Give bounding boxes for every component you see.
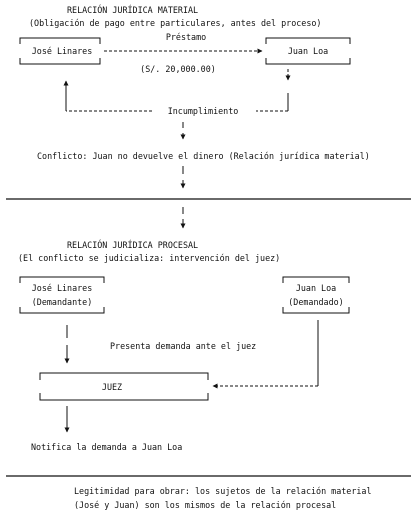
- conclusion-line-2: (José y Juan) son los mismos de la relac…: [74, 500, 337, 510]
- creditor-box: [19, 37, 101, 65]
- defendant-box: [282, 276, 350, 314]
- notify-label: Notifica la demanda a Juan Loa: [31, 442, 183, 452]
- conflict-label: Conflicto: Juan no devuelve el dinero (R…: [37, 151, 370, 161]
- procesal-title: RELACIÓN JURÍDICA PROCESAL: [67, 240, 199, 250]
- debtor-label: Juan Loa: [287, 46, 329, 56]
- material-subtitle: (Obligación de pago entre particulares, …: [29, 18, 322, 28]
- defendant-role: (Demandado): [288, 297, 344, 307]
- amount-label: (S/. 20,000.00): [140, 64, 216, 74]
- plaintiff-name: José Linares: [31, 283, 93, 293]
- defendant-name: Juan Loa: [295, 283, 337, 293]
- plaintiff-box: [19, 276, 105, 314]
- creditor-label: José Linares: [31, 46, 93, 56]
- procesal-subtitle: (El conflicto se judicializa: intervenci…: [18, 253, 281, 263]
- plaintiff-role: (Demandante): [31, 297, 93, 307]
- breach-label: Incumplimiento: [167, 106, 239, 116]
- judge-box: [39, 372, 209, 401]
- filing-label: Presenta demanda ante el juez: [110, 341, 257, 351]
- conclusion-line-1: Legitimidad para obrar: los sujetos de l…: [74, 486, 372, 496]
- material-title: RELACIÓN JURÍDICA MATERIAL: [67, 5, 199, 15]
- loan-label: Préstamo: [165, 32, 207, 42]
- debtor-box: [265, 37, 351, 65]
- judge-label: JUEZ: [101, 382, 123, 392]
